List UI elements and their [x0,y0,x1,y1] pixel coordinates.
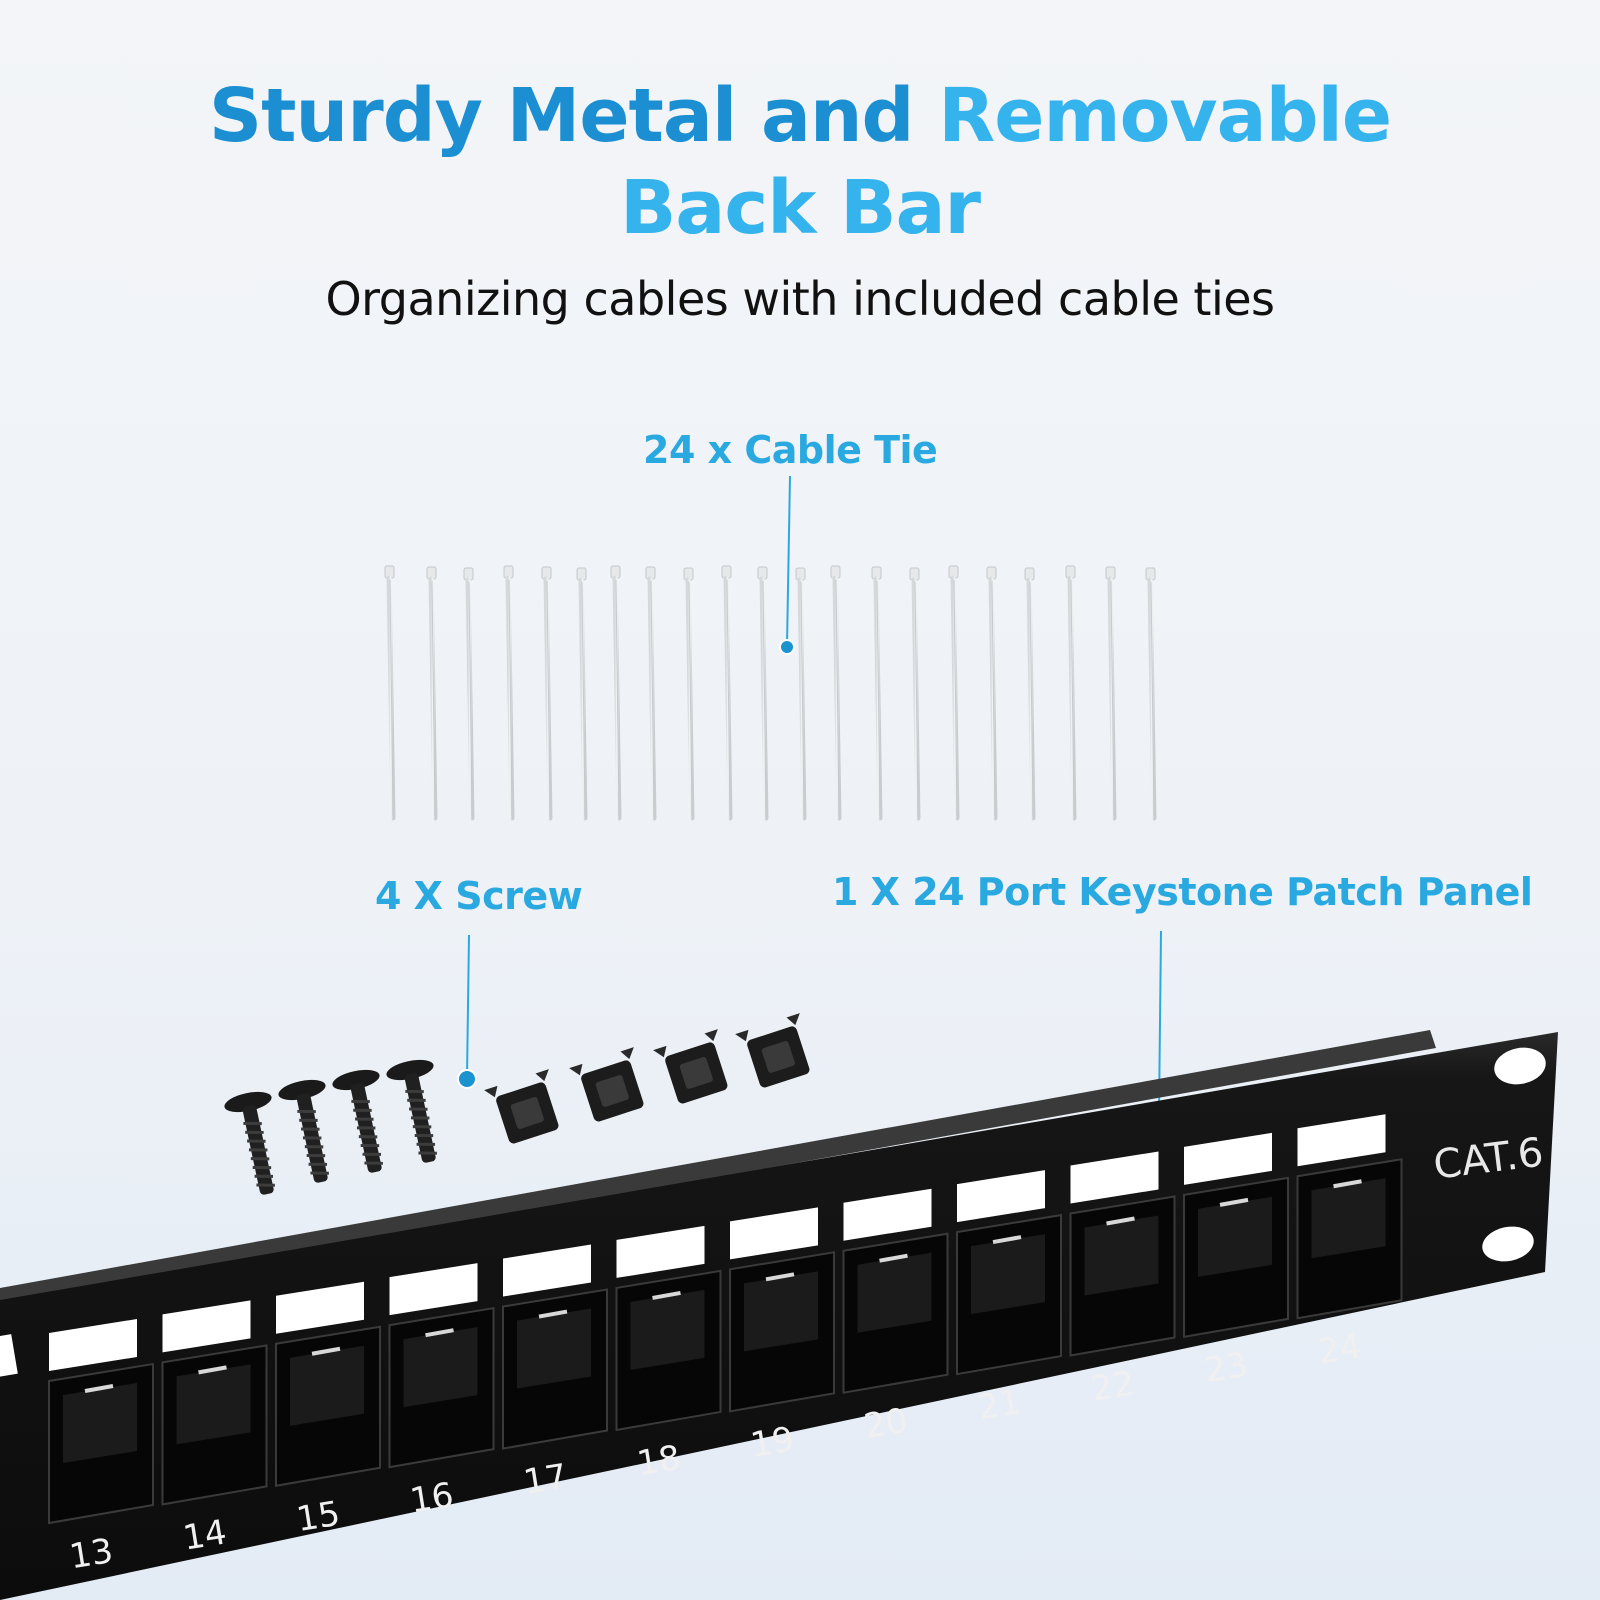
cable-tie-callout: 24 x Cable Tie [643,428,938,472]
cable-tie-icon [1024,567,1036,821]
screw-leader-line [466,934,470,1077]
port-number-label: 24 [1315,1326,1364,1372]
headline-line-1: Sturdy Metal and Removable [0,70,1600,162]
cable-tie-icon [610,565,622,821]
keystone-port [1069,1151,1176,1357]
patch-panel-callout: 1 X 24 Port Keystone Patch Panel [832,870,1533,914]
cable-tie-icon [576,567,588,821]
keystone-port [842,1188,949,1394]
port-number-label: 14 [180,1512,229,1558]
cable-tie-icon [1145,567,1157,821]
keystone-port [956,1170,1062,1376]
cable-tie-icon [830,565,842,821]
subtitle: Organizing cables with included cable ti… [325,272,1275,326]
cable-ties-group [384,565,1157,821]
screw-leader-dot [457,1069,477,1089]
screw-icon [224,1091,275,1195]
cable-tie-icon [541,566,553,821]
keystone-port [161,1300,268,1506]
keystone-ports: 13 14 15 16 17 18 19 20 21 22 23 24 [0,1114,1403,1577]
cable-tie-icon [948,565,960,821]
mounting-hole-bottom [1482,1226,1534,1262]
cable-tie-icon [871,566,883,821]
cable-tie-icon [986,566,998,821]
keystone-port [729,1207,835,1413]
port-number-label: 17 [521,1457,570,1503]
cable-tie-icon [426,566,438,821]
cage-nut-icon [735,1013,810,1088]
cage-nut-icon [569,1047,644,1122]
screw-icon [332,1069,383,1173]
cable-tie-icon [1065,565,1077,821]
keystone-port [48,1319,154,1525]
screw-icon [278,1079,329,1183]
keystone-port [1183,1132,1289,1339]
keystone-port [388,1263,495,1469]
cable-tie-leader-dot [779,639,795,655]
keystone-port [275,1281,381,1487]
port-number-label: 21 [975,1382,1024,1428]
headline-line-2: Back Bar [619,165,981,251]
panel-top-lip [0,1030,1436,1306]
cable-tie-icon [757,566,769,821]
port-number-label: 20 [861,1401,910,1447]
mounting-hole-top [1494,1047,1546,1085]
port-number-label: 16 [407,1475,456,1521]
cable-tie-icon [683,567,695,821]
cable-tie-icon [795,567,807,821]
screws-group [224,1059,437,1195]
cable-tie-icon [909,567,921,821]
headline-part-1: Sturdy Metal and [208,73,915,159]
port-number-label: 15 [294,1494,343,1540]
cage-nuts-group [484,1013,810,1144]
keystone-port [615,1225,722,1432]
cable-tie-icon [503,565,515,821]
port-number-label: 18 [634,1438,683,1484]
port-number-label: 13 [67,1531,116,1577]
screw-callout: 4 X Screw [375,874,583,918]
cable-tie-leader-line [786,475,791,646]
cable-tie-icon [645,566,657,821]
cable-tie-icon [721,565,733,821]
cable-tie-icon [463,567,475,821]
screw-icon [386,1059,437,1163]
cable-tie-icon [1105,566,1117,821]
port-number-label: 22 [1088,1363,1137,1409]
cage-nut-icon [484,1069,559,1144]
headline-part-2: Removable [938,73,1392,159]
port-number-label: 19 [748,1419,797,1465]
leader-lines [457,475,1168,1125]
cable-tie-icon [384,565,396,821]
port-number-label: 23 [1202,1345,1251,1391]
keystone-port [1296,1114,1403,1320]
cage-nut-icon [653,1029,728,1104]
keystone-port [502,1244,608,1450]
